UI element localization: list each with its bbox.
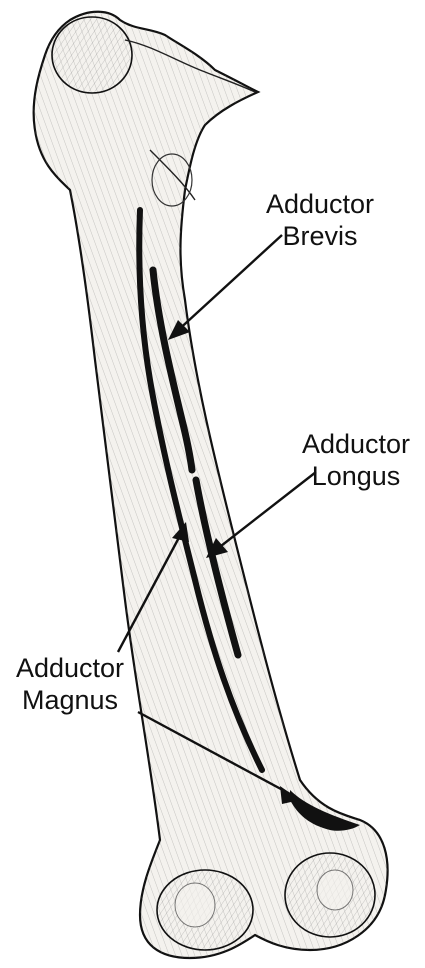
adductor-magnus-line2: Magnus: [0, 684, 140, 716]
adductor-longus-label: Adductor Longus: [286, 428, 425, 492]
adductor-magnus-label: Adductor Magnus: [0, 652, 140, 716]
adductor-magnus-line1: Adductor: [0, 652, 140, 684]
adductor-longus-line1: Adductor: [286, 428, 425, 460]
adductor-brevis-label: Adductor Brevis: [250, 188, 390, 252]
adductor-brevis-line1: Adductor: [250, 188, 390, 220]
femoral-head: [52, 17, 132, 93]
adductor-longus-line2: Longus: [286, 460, 425, 492]
adductor-brevis-line2: Brevis: [250, 220, 390, 252]
